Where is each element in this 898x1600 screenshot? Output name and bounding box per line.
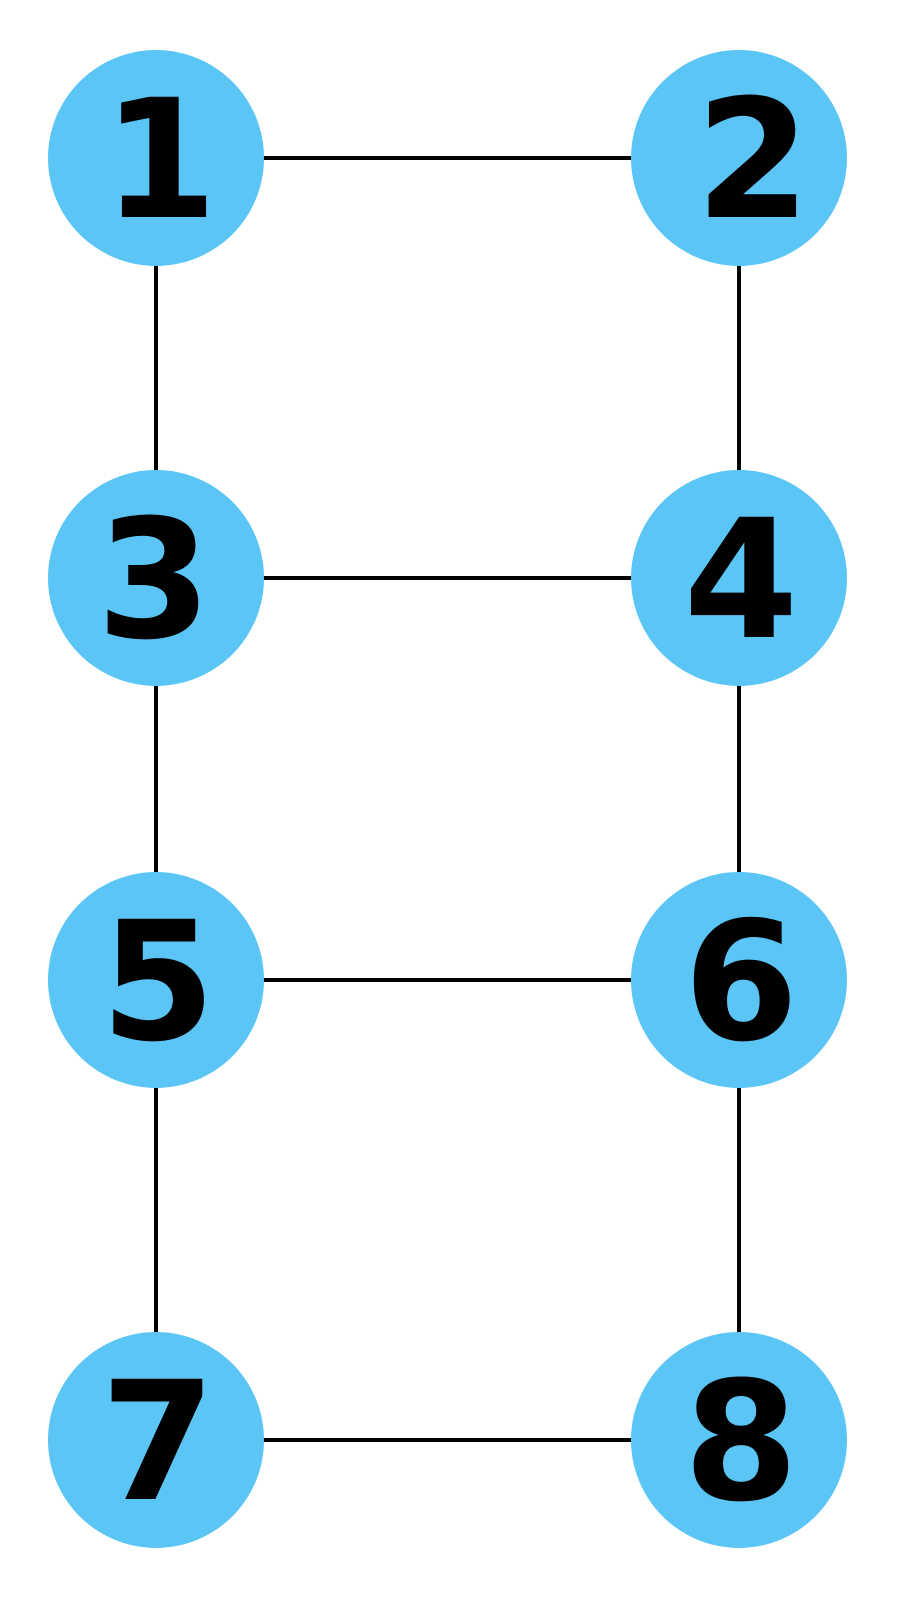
graph-node-5[interactable]: 5: [48, 872, 264, 1088]
graph-node-2[interactable]: 2: [631, 50, 847, 266]
node-circle-8[interactable]: [631, 1332, 847, 1548]
node-circle-6[interactable]: [631, 872, 847, 1088]
node-circle-1[interactable]: [48, 50, 264, 266]
node-circle-3[interactable]: [48, 470, 264, 686]
graph-node-6[interactable]: 6: [631, 872, 847, 1088]
graph-node-3[interactable]: 3: [48, 470, 264, 686]
node-circle-2[interactable]: [631, 50, 847, 266]
graph-node-4[interactable]: 4: [631, 470, 847, 686]
graph-node-7[interactable]: 7: [48, 1332, 264, 1548]
graph-node-8[interactable]: 8: [631, 1332, 847, 1548]
node-circle-5[interactable]: [48, 872, 264, 1088]
node-layer: 1 2 3 4 5 6 7 8: [48, 50, 847, 1548]
node-circle-7[interactable]: [48, 1332, 264, 1548]
edge-layer: [154, 156, 741, 1442]
graph-node-1[interactable]: 1: [48, 50, 264, 266]
node-circle-4[interactable]: [631, 470, 847, 686]
